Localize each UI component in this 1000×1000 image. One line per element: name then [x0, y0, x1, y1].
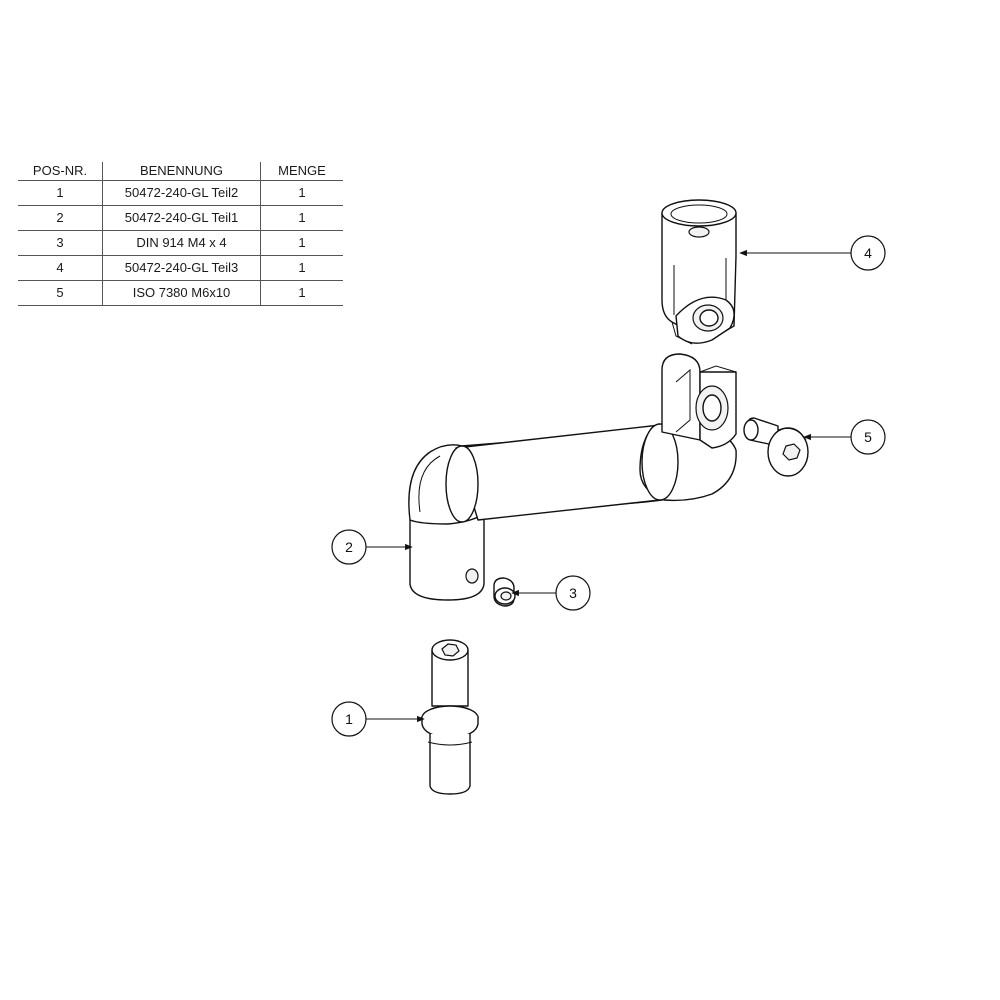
cell-pos: 4	[18, 255, 103, 281]
cell-name: 50472-240-GL Teil3	[102, 255, 261, 281]
cell-qty: 1	[260, 255, 343, 281]
cell-pos: 2	[18, 205, 103, 231]
part-2-bent-tube	[408, 353, 737, 601]
header-pos: POS-NR.	[18, 162, 103, 181]
balloon-3: 3	[511, 575, 591, 611]
part-1-stepped-bolt	[421, 639, 479, 795]
svg-text:3: 3	[569, 585, 577, 601]
part-5-button-head-screw	[743, 417, 809, 477]
cell-pos: 5	[18, 280, 103, 306]
cell-pos: 3	[18, 230, 103, 256]
cell-name: ISO 7380 M6x10	[102, 280, 261, 306]
svg-text:2: 2	[345, 539, 353, 555]
table-row: 5 ISO 7380 M6x10 1	[18, 280, 343, 306]
part-3-grub-screw	[493, 577, 516, 607]
balloon-5: 5	[803, 419, 886, 455]
balloon-4: 4	[739, 235, 886, 271]
svg-text:4: 4	[864, 245, 872, 261]
svg-text:1: 1	[345, 711, 353, 727]
cell-qty: 1	[260, 280, 343, 306]
svg-text:5: 5	[864, 429, 872, 445]
balloon-1: 1	[331, 701, 425, 737]
parts-list-table: POS-NR. BENENNUNG MENGE 1 50472-240-GL T…	[18, 162, 343, 306]
table-row: 4 50472-240-GL Teil3 1	[18, 255, 343, 281]
balloon-2: 2	[331, 529, 413, 565]
cell-qty: 1	[260, 230, 343, 256]
part-4-sleeve	[661, 199, 737, 345]
parts-list-header: POS-NR. BENENNUNG MENGE	[18, 162, 343, 181]
